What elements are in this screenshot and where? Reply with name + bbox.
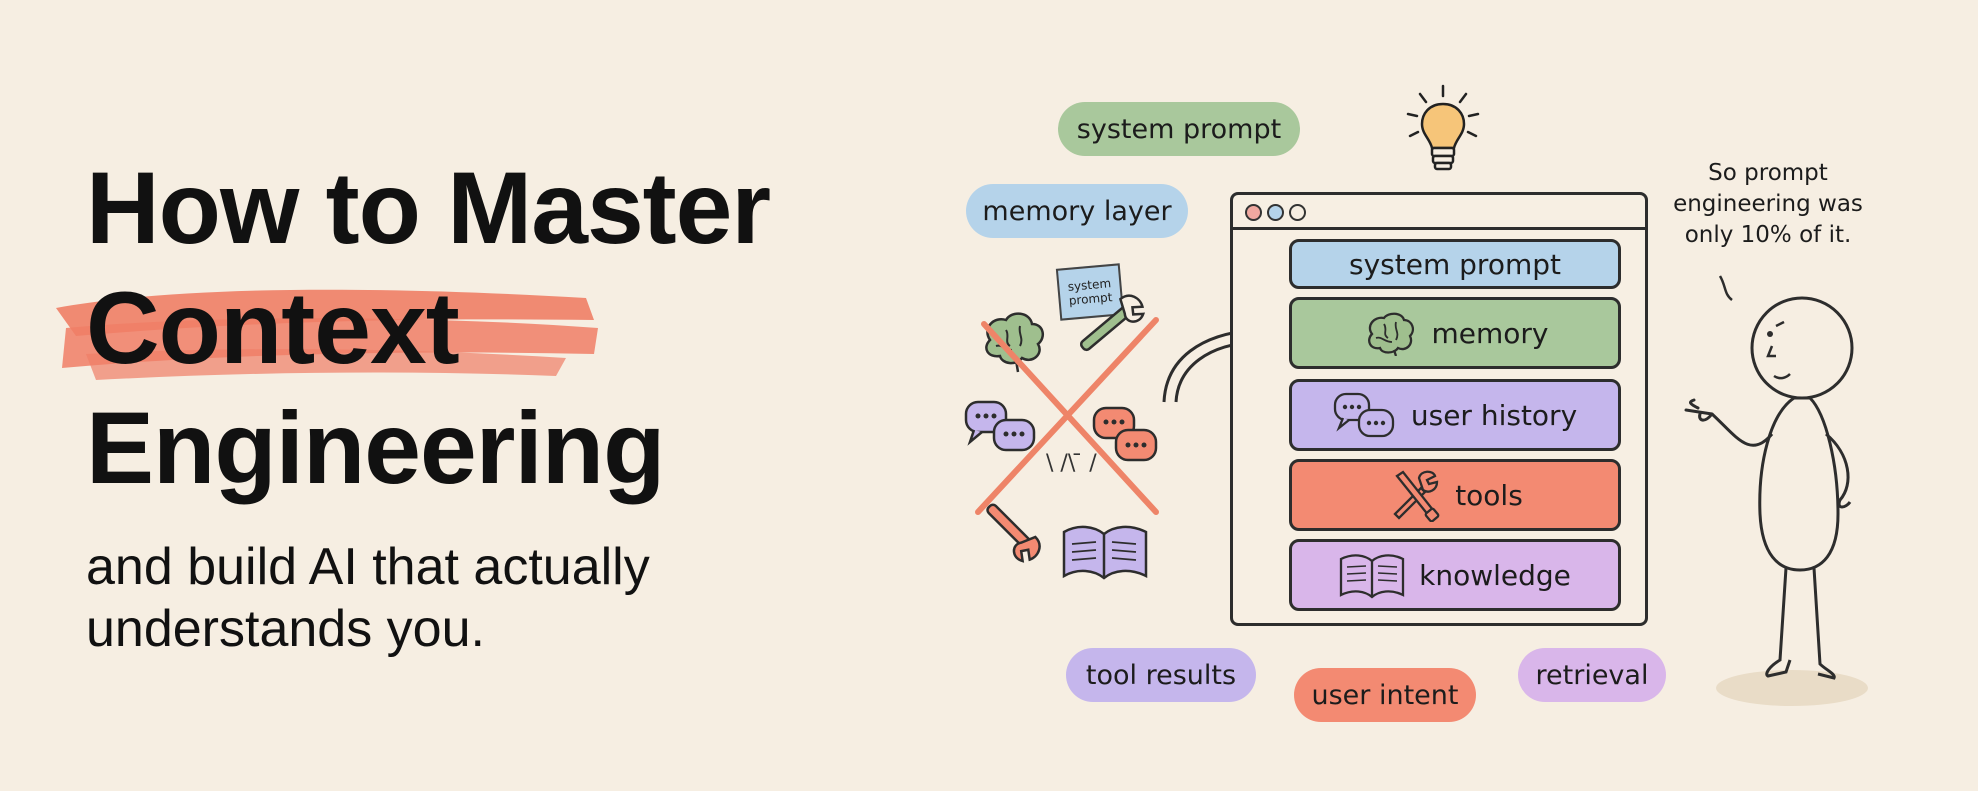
row-knowledge: knowledge [1289, 539, 1621, 611]
open-book-icon-scattered [1062, 525, 1148, 580]
row-system-prompt-label: system prompt [1349, 247, 1561, 281]
headline-line-2: Context [56, 268, 770, 388]
wrench-screwdriver-icon [1387, 468, 1441, 522]
chat-bubbles-icon-orange [1092, 406, 1158, 462]
wrench-icon-scattered [1079, 294, 1146, 352]
label-retrieval: retrieval [1518, 648, 1666, 702]
window-dot-plain [1289, 204, 1306, 221]
subtitle-line-2: understands you. [86, 600, 485, 658]
scattered-context-pile: \ /\ ̄ / [964, 294, 1159, 580]
row-tools-label: tools [1455, 478, 1523, 512]
row-memory: memory [1289, 297, 1621, 369]
row-user-history: user history [1289, 379, 1621, 451]
row-system-prompt: system prompt [1289, 239, 1621, 289]
context-highlight: Context [56, 268, 598, 388]
context-window: system prompt memory user history [1230, 192, 1648, 626]
chat-bubbles-icon-scattered [964, 400, 1036, 452]
speech-text: So prompt engineering was only 10% of it… [1668, 158, 1868, 251]
highlight-brush-stroke [56, 289, 598, 380]
row-user-history-label: user history [1410, 398, 1578, 432]
stick-figure [1684, 275, 1868, 706]
row-tools: tools [1289, 459, 1621, 531]
chat-bubbles-icon [1333, 390, 1397, 440]
headline-line-3: Engineering [86, 391, 665, 505]
subtitle: and build AI that actually understands y… [86, 536, 650, 660]
brain-icon [1362, 310, 1418, 356]
label-tool-results: tool results [1066, 648, 1256, 702]
row-knowledge-label: knowledge [1419, 558, 1571, 592]
lightbulb-icon [1406, 84, 1480, 171]
speech-line-3: only 10% of it. [1684, 222, 1852, 248]
wrench-icon-bottom [986, 503, 1041, 563]
brain-icon [985, 312, 1045, 373]
scribble: \ /\ ̄ / [1046, 451, 1097, 476]
label-system-prompt: system prompt [1058, 102, 1300, 156]
headline-line-1: How to Master [86, 151, 771, 265]
cross-out-mark [975, 317, 1159, 515]
speech-line-1: So prompt [1708, 160, 1828, 186]
window-titlebar [1233, 195, 1645, 230]
speech-line-2: engineering was [1673, 191, 1863, 217]
row-memory-label: memory [1431, 316, 1549, 350]
window-dot-red [1245, 204, 1262, 221]
label-memory-layer: memory layer [966, 184, 1188, 238]
window-dot-blue [1267, 204, 1284, 221]
open-book-icon [1339, 551, 1405, 599]
headline: How to Master Context Engineering [56, 148, 771, 508]
subtitle-line-1: and build AI that actually [86, 538, 650, 596]
label-user-intent: user intent [1294, 668, 1476, 722]
